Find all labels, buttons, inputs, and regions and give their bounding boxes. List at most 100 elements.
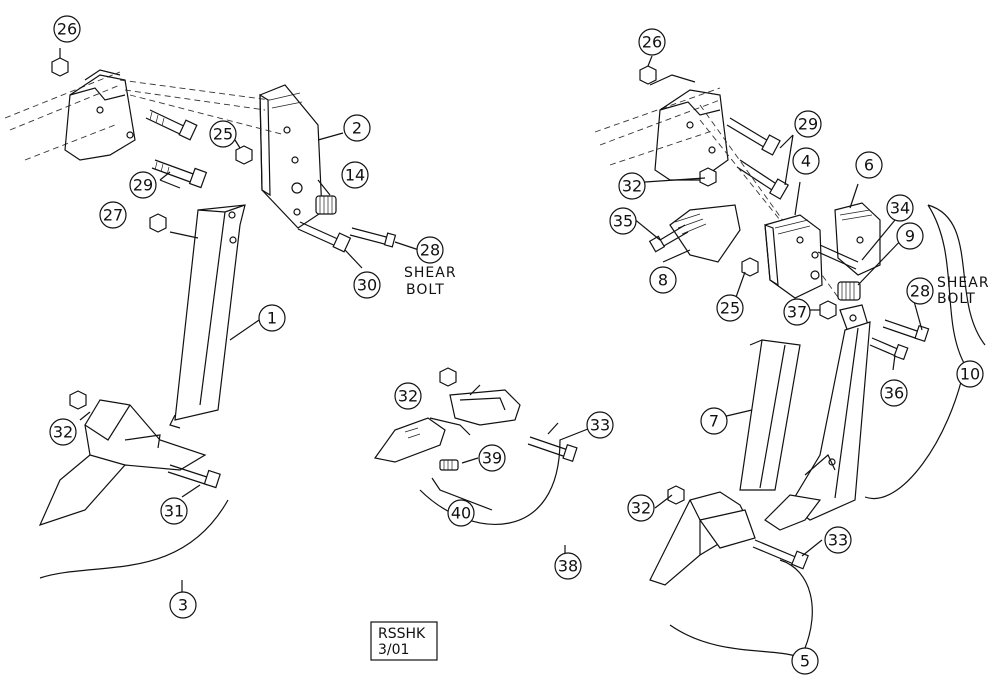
svg-text:26: 26 (642, 33, 662, 52)
callouts-middle: 32 33 39 40 38 (394, 382, 614, 580)
svg-text:36: 36 (884, 384, 904, 403)
right-nut-32-top (699, 167, 717, 187)
shear-note-right-line1: SHEAR (937, 275, 990, 291)
right-nut-25 (741, 257, 759, 277)
left-nut-25 (235, 145, 253, 165)
svg-text:37: 37 (787, 303, 807, 322)
right-shank-10 (764, 321, 871, 531)
shear-note-right-line2: BOLT (937, 291, 976, 307)
left-bolt-30 (297, 221, 352, 253)
callout-36: 36 (880, 379, 908, 407)
callout-5: 5 (791, 647, 819, 675)
callout-10: 10 (956, 360, 984, 388)
right-shank-7 (739, 339, 801, 491)
svg-text:34: 34 (890, 199, 910, 218)
callout-32: 32 (627, 494, 655, 522)
left-mount-block (119, 79, 323, 229)
right-spring-9 (837, 281, 861, 301)
middle-bracket (449, 389, 521, 426)
svg-text:2: 2 (352, 119, 362, 138)
right-point-5 (649, 491, 756, 586)
svg-text:30: 30 (357, 276, 377, 295)
left-shank (169, 204, 246, 429)
callout-38: 38 (554, 552, 582, 580)
callouts-right: 26 29 32 4 6 34 9 35 8 25 28 37 36 10 7 … (609, 28, 984, 675)
svg-text:38: 38 (558, 557, 578, 576)
shear-note-left-line1: SHEAR (404, 265, 457, 281)
middle-pin-39 (439, 459, 459, 471)
right-frame-tube (594, 74, 729, 181)
svg-text:8: 8 (658, 271, 668, 290)
callout-27: 27 (99, 201, 127, 229)
callout-34: 34 (886, 194, 914, 222)
shear-bolt-note-right: SHEAR BOLT (937, 275, 990, 307)
callout-14: 14 (341, 161, 369, 189)
callout-4: 4 (792, 147, 820, 175)
svg-text:32: 32 (622, 177, 642, 196)
callout-28: 28 (906, 277, 934, 305)
shear-note-left-line2: BOLT (406, 282, 445, 298)
callout-33: 33 (824, 526, 852, 554)
svg-text:26: 26 (57, 20, 77, 39)
left-nut-26 (51, 57, 69, 77)
svg-text:39: 39 (482, 449, 502, 468)
right-nut-37 (819, 300, 837, 320)
right-leaders (632, 55, 986, 661)
callout-9: 9 (896, 222, 924, 250)
right-bolt-33 (752, 539, 809, 570)
callout-28: 28 (416, 236, 444, 264)
right-shear-bolt (882, 319, 930, 342)
callout-26: 26 (53, 15, 81, 43)
callout-29: 29 (794, 110, 822, 138)
svg-text:14: 14 (345, 166, 365, 185)
svg-text:32: 32 (631, 499, 651, 518)
callout-32: 32 (618, 172, 646, 200)
right-assembly (594, 55, 986, 661)
svg-text:33: 33 (828, 531, 848, 550)
callout-40: 40 (447, 499, 475, 527)
svg-text:10: 10 (960, 365, 980, 384)
callout-1: 1 (258, 304, 286, 332)
shear-bolt-note-left: SHEAR BOLT (404, 265, 457, 298)
svg-text:9: 9 (905, 227, 915, 246)
drawing-stamp: RSSHK 3/01 (370, 621, 438, 661)
svg-text:27: 27 (103, 206, 123, 225)
svg-text:29: 29 (798, 115, 818, 134)
right-bolt-35 (648, 224, 689, 253)
right-plate-8 (669, 204, 741, 263)
stamp-code: RSSHK (378, 626, 426, 642)
callout-3: 3 (169, 591, 197, 619)
right-bolt-34 (817, 244, 859, 270)
svg-text:31: 31 (164, 502, 184, 521)
svg-text:3: 3 (178, 596, 188, 615)
callout-31: 31 (160, 497, 188, 525)
callout-39: 39 (478, 444, 506, 472)
svg-text:33: 33 (590, 416, 610, 435)
left-spring-14 (315, 195, 337, 215)
svg-text:28: 28 (910, 282, 930, 301)
callout-8: 8 (649, 266, 677, 294)
svg-text:5: 5 (800, 652, 810, 671)
callout-32: 32 (394, 382, 422, 410)
right-block-4 (764, 214, 823, 299)
stamp-date: 3/01 (378, 642, 409, 658)
middle-bolt-33 (527, 436, 578, 462)
callout-32: 32 (49, 418, 77, 446)
svg-text:29: 29 (133, 176, 153, 195)
svg-text:4: 4 (801, 152, 811, 171)
callout-33: 33 (586, 411, 614, 439)
callout-26: 26 (638, 28, 666, 56)
left-nut-27 (149, 213, 167, 233)
svg-text:25: 25 (213, 125, 233, 144)
right-nut-26 (639, 65, 657, 85)
left-frame-tube (4, 69, 136, 161)
left-bolts (145, 109, 208, 189)
left-sweep (38, 390, 221, 526)
right-block-6 (834, 202, 881, 276)
svg-text:6: 6 (864, 156, 874, 175)
callout-25: 25 (209, 120, 237, 148)
callout-35: 35 (609, 207, 637, 235)
svg-text:1: 1 (267, 309, 277, 328)
svg-text:32: 32 (398, 387, 418, 406)
